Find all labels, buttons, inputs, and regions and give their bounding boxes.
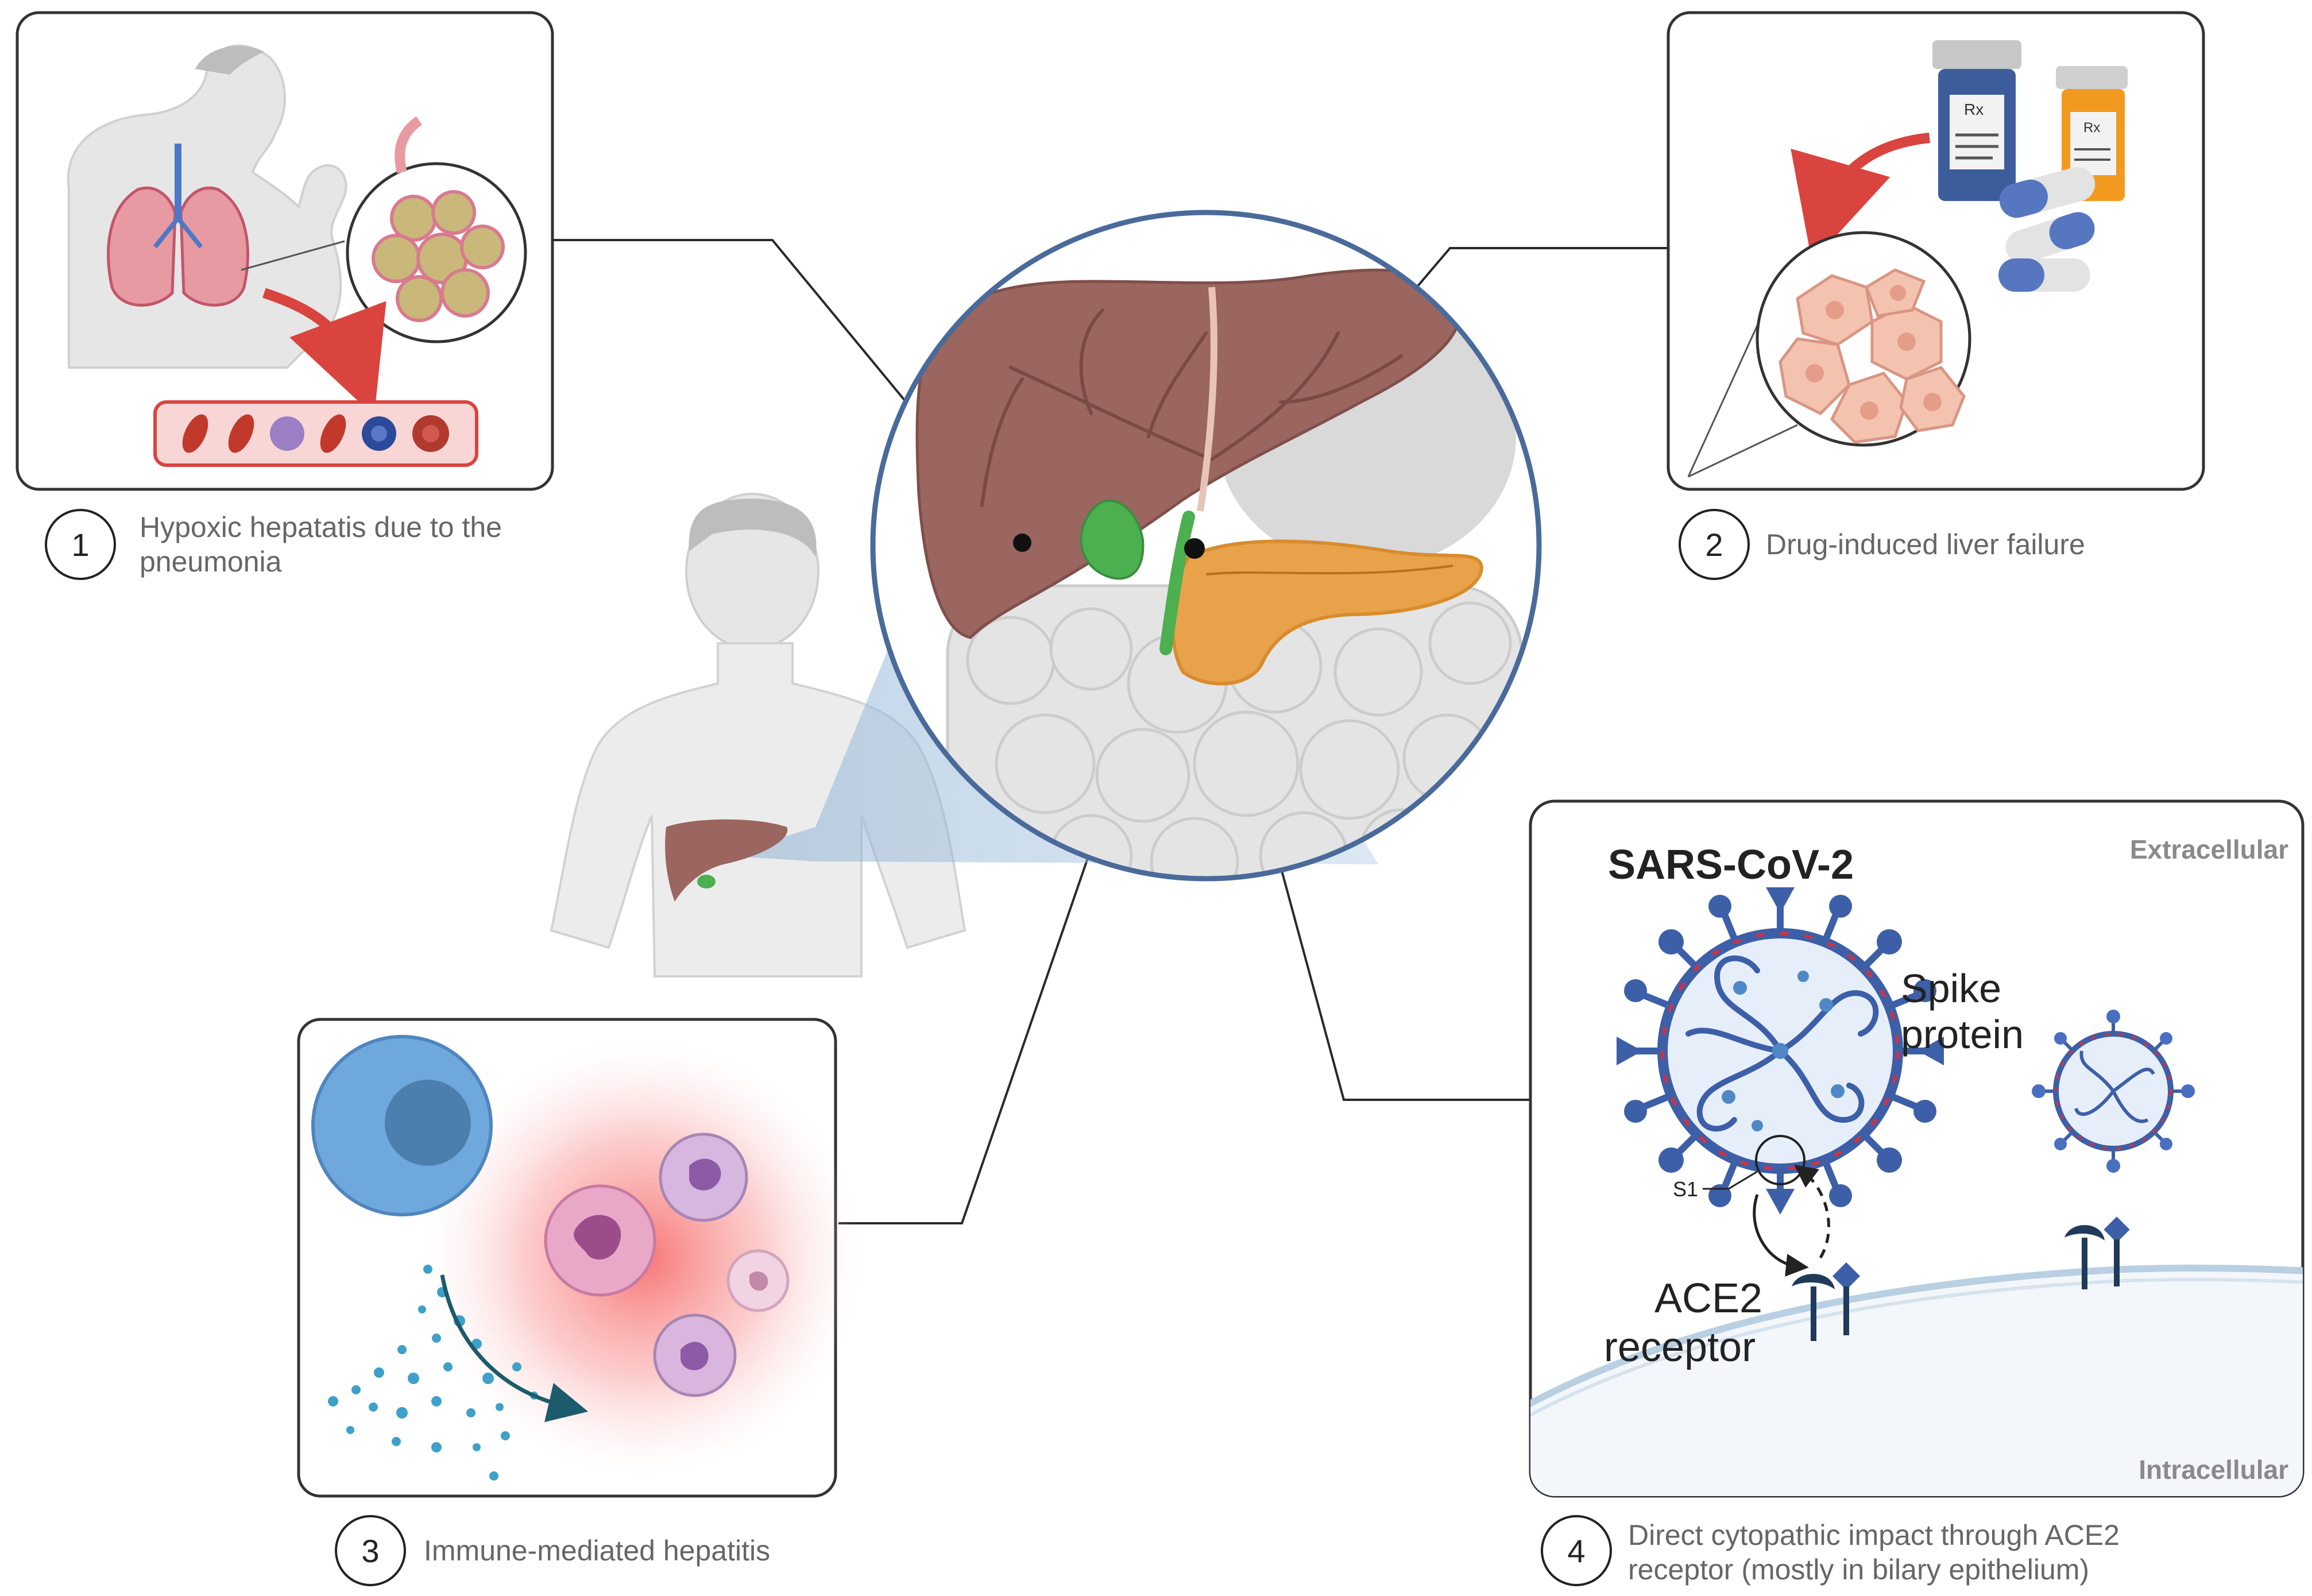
step-1-number: 1 [71, 527, 89, 563]
ace2-receptor-icon [2064, 1216, 2130, 1289]
panel-1: 1 Hypoxic hepatatis due to the pneumonia [16, 11, 554, 580]
panel-2: Rx Rx [1667, 11, 2205, 580]
red-arrow-2 [1791, 133, 1930, 262]
svg-text:Rx: Rx [2083, 120, 2100, 136]
red-arrow-1 [262, 288, 386, 416]
panel-4: Extracellular Intracellular SARS-CoV-2 [1529, 799, 2305, 1586]
cytokine-arrow [440, 1274, 589, 1423]
ace2-label-line2: receptor [1604, 1324, 1756, 1370]
organ-zoom-circle [870, 210, 1542, 882]
step-4-number: 4 [1567, 1533, 1585, 1569]
pill-bottle-icon: Rx [1932, 40, 2021, 201]
panel-2-caption: Drug-induced liver failure [1766, 528, 2085, 561]
virus-name-label: SARS-CoV-2 [1608, 842, 1854, 888]
s1-leader-line [1703, 1170, 1758, 1190]
connector-dot-1 [1013, 534, 1031, 552]
panel-3-caption: Immune-mediated hepatitis [424, 1535, 770, 1567]
extracellular-label: Extracellular [2130, 834, 2288, 864]
intracellular-label: Intracellular [2139, 1455, 2288, 1485]
pancreas-icon [1170, 539, 1484, 686]
capsule-icon [1998, 167, 2096, 292]
virus-icon [2032, 1010, 2195, 1173]
neutrophil-icon [544, 1133, 790, 1397]
cytokine-particles [328, 1265, 538, 1481]
panel-4-caption-line1: Direct cytopathic impact through ACE2 [1628, 1519, 2120, 1551]
release-arrow [1794, 1164, 1830, 1259]
svg-text:Rx: Rx [1964, 101, 1984, 118]
immune-cell-icon [311, 1035, 493, 1216]
hepatocyte-cluster-icon [1687, 231, 1971, 478]
small-liver-icon [665, 819, 788, 902]
step-3-badge [335, 1515, 406, 1586]
alveoli-icon [346, 116, 527, 343]
step-3-number: 3 [361, 1533, 379, 1569]
s1-highlight-circle [1755, 1135, 1805, 1185]
cell-membrane [1530, 1267, 2303, 1496]
panel-1-caption-line2: pneumonia [140, 546, 282, 578]
panel-1-caption-line1: Hypoxic hepatatis due to the [140, 511, 502, 543]
step-1-badge [45, 509, 116, 580]
step-2-badge [1679, 509, 1750, 580]
ace2-label-line1: ACE2 [1654, 1276, 1762, 1321]
spike-protein-label-line1: Spike [1901, 966, 2001, 1011]
ace2-receptor-icon [1792, 1262, 1861, 1341]
blood-vessel-icon [153, 400, 478, 467]
intestines-icon [946, 584, 1524, 879]
step-4-badge [1541, 1515, 1612, 1586]
virus-icon [1617, 887, 1944, 1215]
panel-3: 3 Immune-mediated hepatitis [297, 1018, 861, 1586]
lungs-icon [107, 144, 249, 307]
spike-protein-label-line2: protein [1901, 1012, 2024, 1057]
s1-label: S1 [1673, 1177, 1698, 1201]
binding-arrow [1753, 1194, 1809, 1277]
liver-icon [915, 268, 1462, 639]
step-2-number: 2 [1705, 527, 1723, 563]
connector-dot-2 [1184, 538, 1205, 559]
gallbladder-icon [1080, 499, 1145, 580]
panel-4-caption-line2: receptor (mostly in bilary epithelium) [1628, 1554, 2089, 1586]
